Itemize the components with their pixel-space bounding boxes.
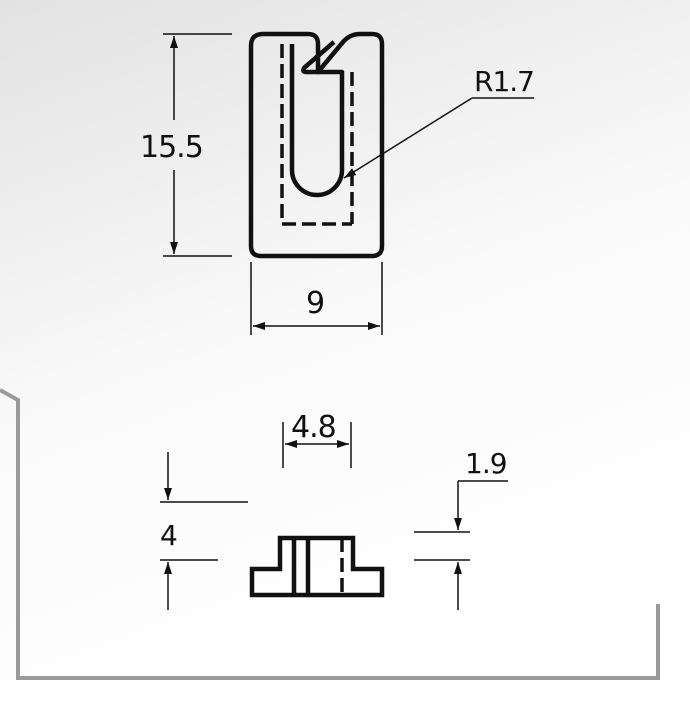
step-height-label: 1.9 xyxy=(465,447,507,480)
radius-label: R1.7 xyxy=(474,65,534,98)
front-view: 4.8 4 1.9 xyxy=(160,410,508,610)
slot-width-label: 4.8 xyxy=(291,410,336,445)
width-dimension-label: 9 xyxy=(306,286,324,321)
front-height-label: 4 xyxy=(160,519,177,552)
top-view-slot xyxy=(289,40,345,198)
top-view-outline xyxy=(248,31,385,259)
height-dimension-label: 15.5 xyxy=(140,130,203,165)
front-view-outline xyxy=(249,535,385,598)
sheet-border xyxy=(0,388,660,680)
radius-leader xyxy=(343,97,473,179)
top-view: 15.5 9 R1.7 xyxy=(140,31,535,335)
